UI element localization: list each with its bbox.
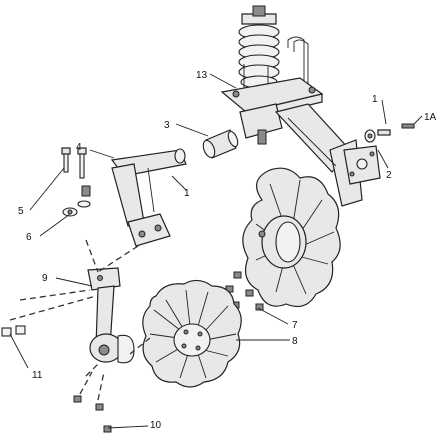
callout-6: 6 bbox=[26, 232, 32, 243]
assembly-dashed-lines bbox=[9, 239, 151, 401]
scalloped-disc bbox=[142, 279, 242, 388]
callout-1a: 1A bbox=[424, 112, 437, 123]
coil-spring bbox=[238, 24, 280, 89]
callout-8: 8 bbox=[292, 336, 298, 347]
callout-10: 10 bbox=[150, 420, 162, 431]
callout-4: 4 bbox=[76, 142, 82, 153]
spring-bracket-assembly bbox=[220, 5, 415, 307]
callout-3: 3 bbox=[164, 120, 170, 131]
callout-labels: 13 1 1A 2 3 4 1 5 6 9 7 8 11 10 bbox=[18, 70, 437, 431]
callout-1: 1 bbox=[372, 94, 378, 105]
callout-7: 7 bbox=[292, 320, 298, 331]
leader-lines bbox=[9, 73, 423, 429]
callout-1-arm: 1 bbox=[184, 188, 190, 199]
mounted-scalloped-disc bbox=[242, 167, 341, 307]
callout-11: 11 bbox=[32, 370, 43, 381]
spacer-tube bbox=[202, 129, 239, 159]
bolts-and-washers bbox=[61, 147, 91, 217]
callout-2: 2 bbox=[386, 170, 392, 181]
left-bracket-arm bbox=[110, 148, 187, 247]
callout-5: 5 bbox=[18, 206, 24, 217]
lower-arm-with-hub bbox=[87, 267, 135, 364]
callout-9: 9 bbox=[42, 273, 48, 284]
callout-13: 13 bbox=[196, 70, 208, 81]
